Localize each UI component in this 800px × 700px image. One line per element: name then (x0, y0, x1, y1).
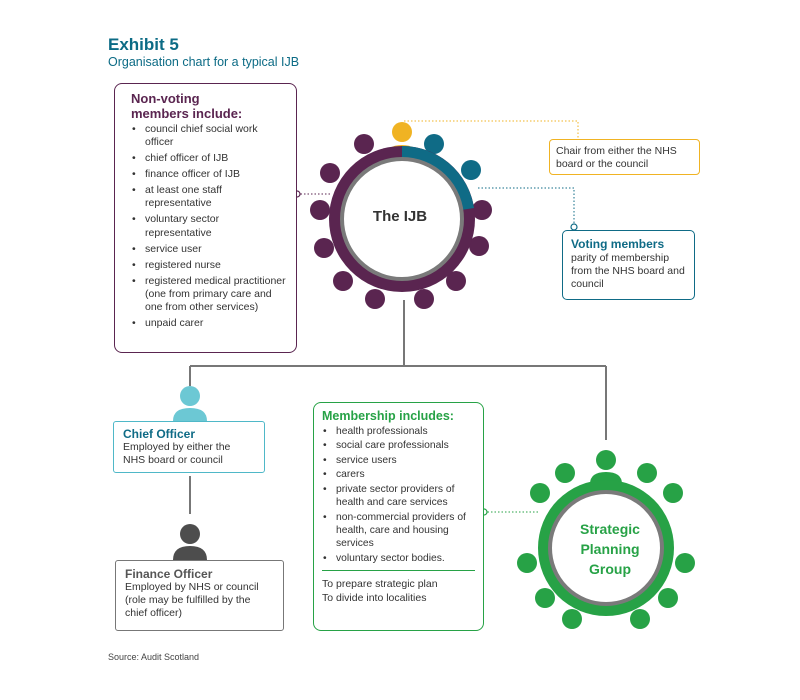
exhibit-title: Exhibit 5 (108, 35, 179, 54)
spg-seat-dot (637, 463, 657, 483)
list-item: private sector providers of health and c… (322, 483, 475, 510)
ijb-seat-dot (354, 134, 374, 154)
exhibit-subtitle: Organisation chart for a typical IJB (108, 55, 300, 69)
list-item: non-commercial providers of health, care… (322, 511, 475, 551)
finance-officer-person-icon (173, 524, 207, 560)
voting-heading: Voting members (571, 237, 665, 251)
finance-officer-text: Employed by NHS or council (role may be … (125, 581, 259, 619)
chief-officer-person-icon (173, 386, 207, 421)
membership-heading: Membership includes: (322, 409, 454, 423)
non-voting-heading-line: Non-voting (131, 91, 200, 106)
membership-list: health professionals social care profess… (322, 425, 475, 565)
list-item: voluntary sector representative (131, 213, 288, 239)
spg-seat-dot (663, 483, 683, 503)
list-item: at least one staff representative (131, 184, 288, 210)
spg-label: Strategic Planning Group (555, 519, 665, 579)
ijb-seat-dot (424, 134, 444, 154)
chief-officer-text: Employed by either the NHS board or coun… (123, 441, 231, 466)
list-item: service users (322, 454, 475, 468)
voting-members-box: Voting members parity of membership from… (562, 230, 695, 300)
chief-officer-heading: Chief Officer (123, 427, 196, 441)
connector-lines (189, 300, 607, 514)
spg-seat-dot (658, 588, 678, 608)
source-note: Source: Audit Scotland (108, 652, 200, 662)
spg-seat-dot (517, 553, 537, 573)
list-item: registered medical practitioner (one fro… (131, 275, 288, 315)
membership-box: Membership includes: health professional… (313, 402, 484, 631)
ijb-seat-dot (472, 200, 492, 220)
spg-label-line: Group (589, 561, 631, 577)
non-voting-heading-line: members include: (131, 106, 243, 121)
list-item: social care professionals (322, 439, 475, 453)
spg-seat-dot (675, 553, 695, 573)
non-voting-list: council chief social work officer chief … (131, 123, 288, 330)
ijb-seat-dot (414, 289, 434, 309)
ijb-table-group (310, 122, 492, 309)
chair-callout-text: Chair from either the NHS board or the c… (556, 145, 677, 170)
chief-officer-box: Chief Officer Employed by either the NHS… (113, 421, 265, 473)
spg-top-person-icon (590, 450, 622, 484)
ijb-seat-dot (469, 236, 489, 256)
spg-seat-dot (535, 588, 555, 608)
membership-divider (322, 570, 475, 572)
list-item: service user (131, 243, 288, 256)
spg-table-group (517, 450, 695, 629)
ijb-seat-dot (314, 238, 334, 258)
spg-seat-dot (555, 463, 575, 483)
spg-label-line: Planning (580, 541, 640, 557)
ijb-seat-dot (320, 163, 340, 183)
list-item: voluntary sector bodies. (322, 552, 475, 566)
chair-callout-line (404, 120, 579, 139)
voting-callout-line (478, 187, 575, 230)
spg-table (548, 490, 664, 606)
list-item: council chief social work officer (131, 123, 288, 149)
ijb-seat-dot (365, 289, 385, 309)
spg-seat-dot (630, 609, 650, 629)
list-item: carers (322, 468, 475, 482)
non-voting-heading: Non-voting members include: (131, 91, 288, 121)
purpose-text: To divide into localities (322, 592, 427, 605)
list-item: chief officer of IJB (131, 152, 288, 165)
spg-seat-dot (530, 483, 550, 503)
ijb-seat-dot (446, 271, 466, 291)
ijb-seat-dot (461, 160, 481, 180)
non-voting-members-box: Non-voting members include: council chie… (114, 83, 297, 353)
voting-text: parity of membership from the NHS board … (571, 252, 685, 290)
list-item: health professionals (322, 425, 475, 439)
ijb-seat-dot (333, 271, 353, 291)
purpose-text: To prepare strategic plan (322, 578, 438, 591)
finance-officer-heading: Finance Officer (125, 567, 213, 581)
ijb-label: The IJB (372, 208, 428, 225)
ijb-table (340, 157, 464, 281)
spg-label-line: Strategic (580, 521, 640, 537)
spg-seat-dot (562, 609, 582, 629)
finance-officer-box: Finance Officer Employed by NHS or counc… (115, 560, 284, 631)
ijb-seat-dot (310, 200, 330, 220)
list-item: registered nurse (131, 259, 288, 272)
list-item: finance officer of IJB (131, 168, 288, 181)
chair-callout-box: Chair from either the NHS board or the c… (549, 139, 700, 175)
dotted-callout-lines (297, 120, 579, 513)
list-item: unpaid carer (131, 317, 288, 330)
